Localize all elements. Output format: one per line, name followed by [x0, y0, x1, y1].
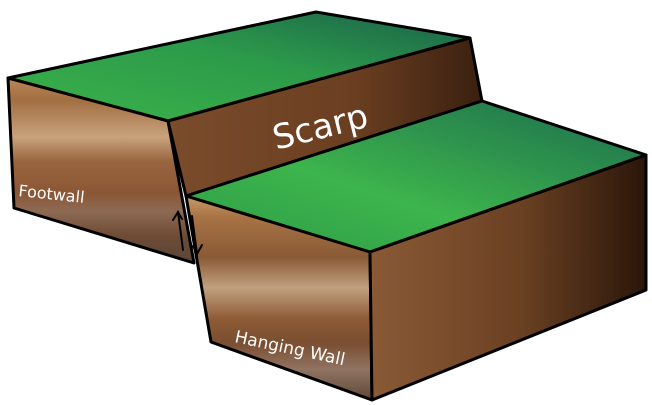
- normal-fault-block-diagram: Scarp Footwall Hanging Wall: [0, 0, 652, 405]
